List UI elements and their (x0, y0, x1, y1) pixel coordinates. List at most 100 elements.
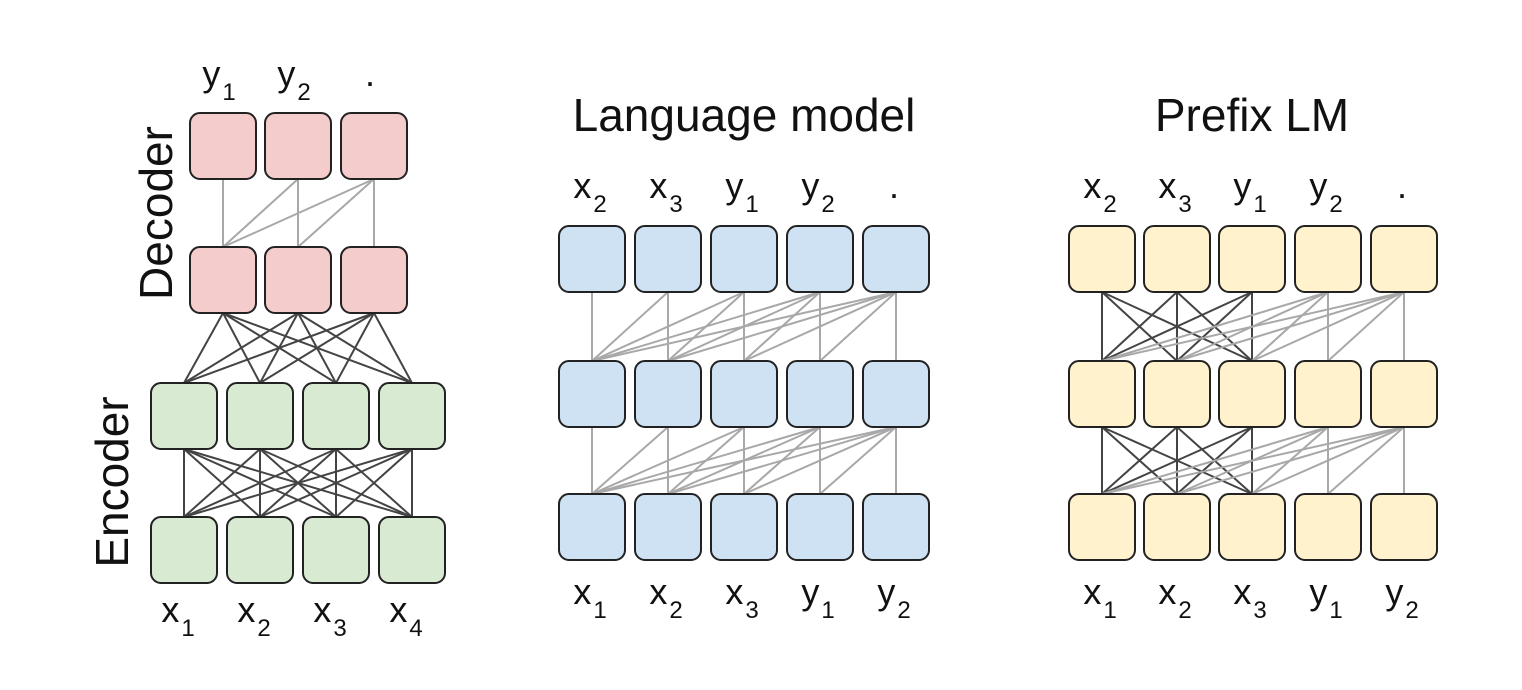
input-token: x2 (649, 571, 682, 624)
input-token: y1 (801, 571, 834, 624)
language-model-title: Language model (573, 89, 916, 141)
labels-layer: Decoder Encoder Language model Prefix LM… (86, 53, 1419, 642)
prefix_lm-unit (1218, 493, 1286, 561)
causal-attention-edge (591, 426, 745, 495)
prefix_lm-unit (1370, 493, 1438, 561)
cross-attention-edge (183, 312, 299, 384)
causal-attention-edge (591, 291, 821, 362)
encoder-attention-edge (183, 448, 413, 518)
causal-attention-edge (1327, 426, 1405, 495)
units-layer (150, 112, 1438, 584)
encoder-attention-edge (335, 448, 413, 518)
causal-attention-edge (1101, 426, 1405, 495)
language_model-unit (862, 360, 930, 428)
causal-attention-edge (1101, 426, 1329, 495)
output-token: y1 (725, 165, 758, 218)
cross-attention-edge (259, 312, 375, 384)
encoder-unit (378, 382, 446, 450)
input-token: x2 (1158, 571, 1191, 624)
output-token: x3 (649, 165, 682, 218)
input-token: y2 (877, 571, 910, 624)
prefix_lm-unit (1294, 360, 1362, 428)
prefix_lm-unit (1068, 225, 1136, 293)
language_model-unit (634, 360, 702, 428)
input-token: y1 (1309, 571, 1342, 624)
language_model-unit (710, 493, 778, 561)
decoder-unit (264, 112, 332, 180)
causal-attention-edge (591, 291, 745, 362)
decoder-unit (340, 246, 408, 314)
encoder-unit (150, 382, 218, 450)
encoder-unit (302, 382, 370, 450)
decoder-attention-edge (222, 178, 375, 248)
encoder-unit (302, 516, 370, 584)
prefix_lm-unit (1143, 360, 1211, 428)
causal-attention-edge (819, 291, 897, 362)
prefix_lm-unit (1218, 360, 1286, 428)
causal-attention-edge (1251, 291, 1405, 362)
causal-attention-edge (743, 426, 897, 495)
input-token: y2 (1385, 571, 1418, 624)
cross-attention-edge (183, 312, 375, 384)
encoder-input-token: x3 (313, 589, 346, 642)
causal-attention-edge (1251, 426, 1405, 495)
prefix-lm-title: Prefix LM (1155, 89, 1349, 141)
language_model-unit (786, 360, 854, 428)
cross-attention-edge (183, 312, 224, 384)
causal-attention-edge (1101, 291, 1329, 362)
decoder-output-token: . (365, 53, 375, 94)
language_model-unit (786, 493, 854, 561)
language_model-unit (862, 225, 930, 293)
causal-attention-edge (667, 426, 897, 495)
output-token: y2 (1309, 165, 1342, 218)
encoder-unit (226, 382, 294, 450)
decoder-output-token: y2 (277, 53, 310, 106)
prefix_lm-unit (1370, 360, 1438, 428)
causal-attention-edge (1176, 426, 1405, 495)
causal-attention-edge (1327, 291, 1405, 362)
output-token: . (1397, 165, 1407, 206)
decoder-attention-edge (297, 178, 375, 248)
encoder-unit (226, 516, 294, 584)
prefix_lm-unit (1294, 493, 1362, 561)
decoder-unit (264, 246, 332, 314)
prefix-attention-edge (1101, 426, 1178, 495)
language_model-unit (558, 493, 626, 561)
causal-attention-edge (819, 426, 897, 495)
language_model-unit (558, 360, 626, 428)
language_model-unit (862, 493, 930, 561)
encoder-input-token: x2 (237, 589, 270, 642)
encoder-unit (150, 516, 218, 584)
language_model-unit (786, 225, 854, 293)
decoder-label: Decoder (130, 126, 182, 300)
output-token: x3 (1158, 165, 1191, 218)
encoder-unit (378, 516, 446, 584)
cross-attention-edge (373, 312, 413, 384)
causal-attention-edge (591, 291, 897, 362)
causal-attention-edge (1101, 291, 1405, 362)
language_model-unit (558, 225, 626, 293)
encoder-input-token: x4 (389, 589, 422, 642)
causal-attention-edge (743, 291, 897, 362)
prefix_lm-unit (1068, 360, 1136, 428)
causal-attention-edge (591, 426, 897, 495)
language_model-unit (634, 225, 702, 293)
prefix_lm-unit (1143, 225, 1211, 293)
language_model-unit (634, 493, 702, 561)
output-token: y2 (801, 165, 834, 218)
input-token: x3 (1233, 571, 1266, 624)
decoder-attention-edge (222, 178, 299, 248)
cross-attention-edge (335, 312, 375, 384)
encoder-attention-edge (259, 448, 413, 518)
output-token: x2 (573, 165, 606, 218)
prefix_lm-unit (1370, 225, 1438, 293)
output-token: . (889, 165, 899, 206)
prefix_lm-unit (1068, 493, 1136, 561)
prefix-attention-edge (1101, 291, 1178, 362)
input-token: x1 (573, 571, 606, 624)
decoder-unit (189, 246, 257, 314)
causal-attention-edge (667, 291, 897, 362)
causal-attention-edge (591, 426, 669, 495)
output-token: y1 (1233, 165, 1266, 218)
